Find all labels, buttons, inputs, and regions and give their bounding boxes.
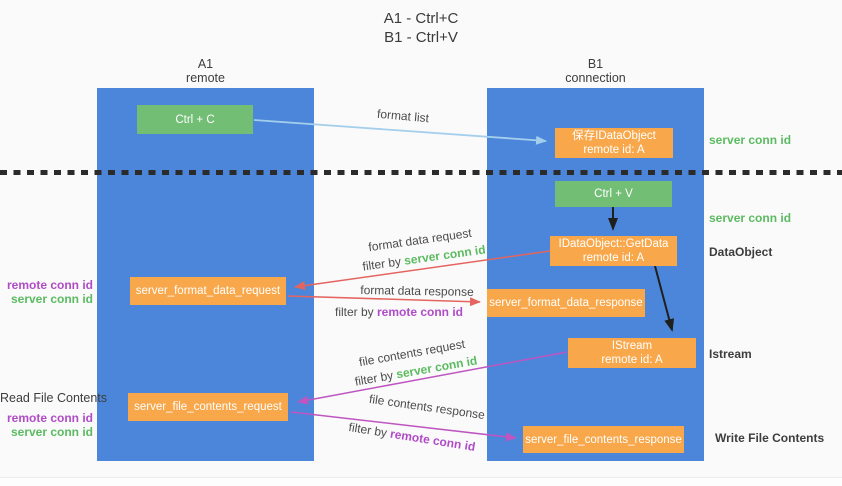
server-file-contents-request-label: server_file_contents_request — [134, 401, 282, 413]
bottom-edge-divider — [0, 477, 842, 486]
session-separator-dotted-line — [0, 170, 842, 175]
getdata-line2: remote id: A — [582, 252, 645, 264]
save-dataobject-box: 保存IDataObject remote id: A — [555, 128, 673, 158]
ctrl-c-label: Ctrl + C — [175, 113, 215, 126]
remote-conn-id-text: remote conn id — [377, 305, 464, 319]
server-format-data-request-box: server_format_data_request — [130, 277, 286, 305]
getdata-to-istream-arrow — [654, 265, 675, 332]
lane-header-a1: A1 remote — [97, 57, 314, 85]
getdata-box: IDataObject::GetData remote id: A — [550, 236, 677, 266]
server-file-contents-response-label: server_file_contents_response — [525, 433, 682, 446]
server-format-data-request-label: server_format_data_request — [135, 285, 281, 297]
left-remote-conn-id-label-1: remote conn id — [6, 278, 93, 292]
dataobject-label: DataObject — [709, 245, 773, 259]
left-remote-conn-id-label-2: remote conn id — [6, 411, 93, 425]
lane-b1-subtitle: connection — [565, 71, 626, 85]
file-contents-request-arrow — [297, 351, 568, 405]
left-server-conn-id-label-1: server conn id — [10, 292, 93, 306]
istream-side-label: Istream — [709, 347, 752, 361]
server-format-data-response-label: server_format_data_response — [489, 297, 643, 309]
read-file-contents-label: Read File Contents — [0, 391, 108, 405]
save-dataobject-line1: 保存IDataObject — [572, 130, 656, 142]
getdata-line1: IDataObject::GetData — [558, 238, 669, 250]
lane-a1-name: A1 — [197, 57, 214, 71]
istream-line1: IStream — [611, 340, 653, 352]
filter-by-remote-conn-id-label-1: filter by remote conn id — [335, 305, 463, 319]
server-file-contents-response-box: server_file_contents_response — [523, 426, 684, 453]
ctrl-c-box: Ctrl + C — [137, 105, 253, 134]
istream-box: IStream remote id: A — [568, 338, 696, 368]
title-line-2: B1 - Ctrl+V — [384, 29, 458, 46]
title-line-1: A1 - Ctrl+C — [383, 10, 459, 27]
ctrl-v-label: Ctrl + V — [594, 188, 633, 200]
server-format-data-response-box: server_format_data_response — [487, 289, 645, 317]
save-dataobject-line2: remote id: A — [583, 144, 645, 156]
server-file-contents-request-box: server_file_contents_request — [128, 393, 288, 421]
left-server-conn-id-label-2: server conn id — [10, 425, 93, 439]
format-data-response-arrow — [287, 295, 481, 307]
format-data-response-label: format data response — [360, 283, 474, 299]
format-data-request-arrow — [294, 250, 551, 291]
lane-a1-subtitle: remote — [186, 71, 225, 85]
format-list-arrow — [253, 119, 547, 145]
istream-line2: remote id: A — [601, 354, 663, 366]
lane-b1-name: B1 — [587, 57, 604, 71]
filter-by-text: filter by — [334, 305, 377, 319]
write-file-contents-label: Write File Contents — [715, 431, 825, 445]
right-server-conn-id-label-1: server conn id — [709, 133, 792, 147]
right-server-conn-id-label-2: server conn id — [709, 211, 792, 225]
diagram-title: A1 - Ctrl+C B1 - Ctrl+V — [271, 9, 571, 47]
ctrl-v-box: Ctrl + V — [555, 181, 672, 207]
file-contents-response-arrow — [290, 411, 517, 442]
lane-header-b1: B1 connection — [487, 57, 704, 85]
